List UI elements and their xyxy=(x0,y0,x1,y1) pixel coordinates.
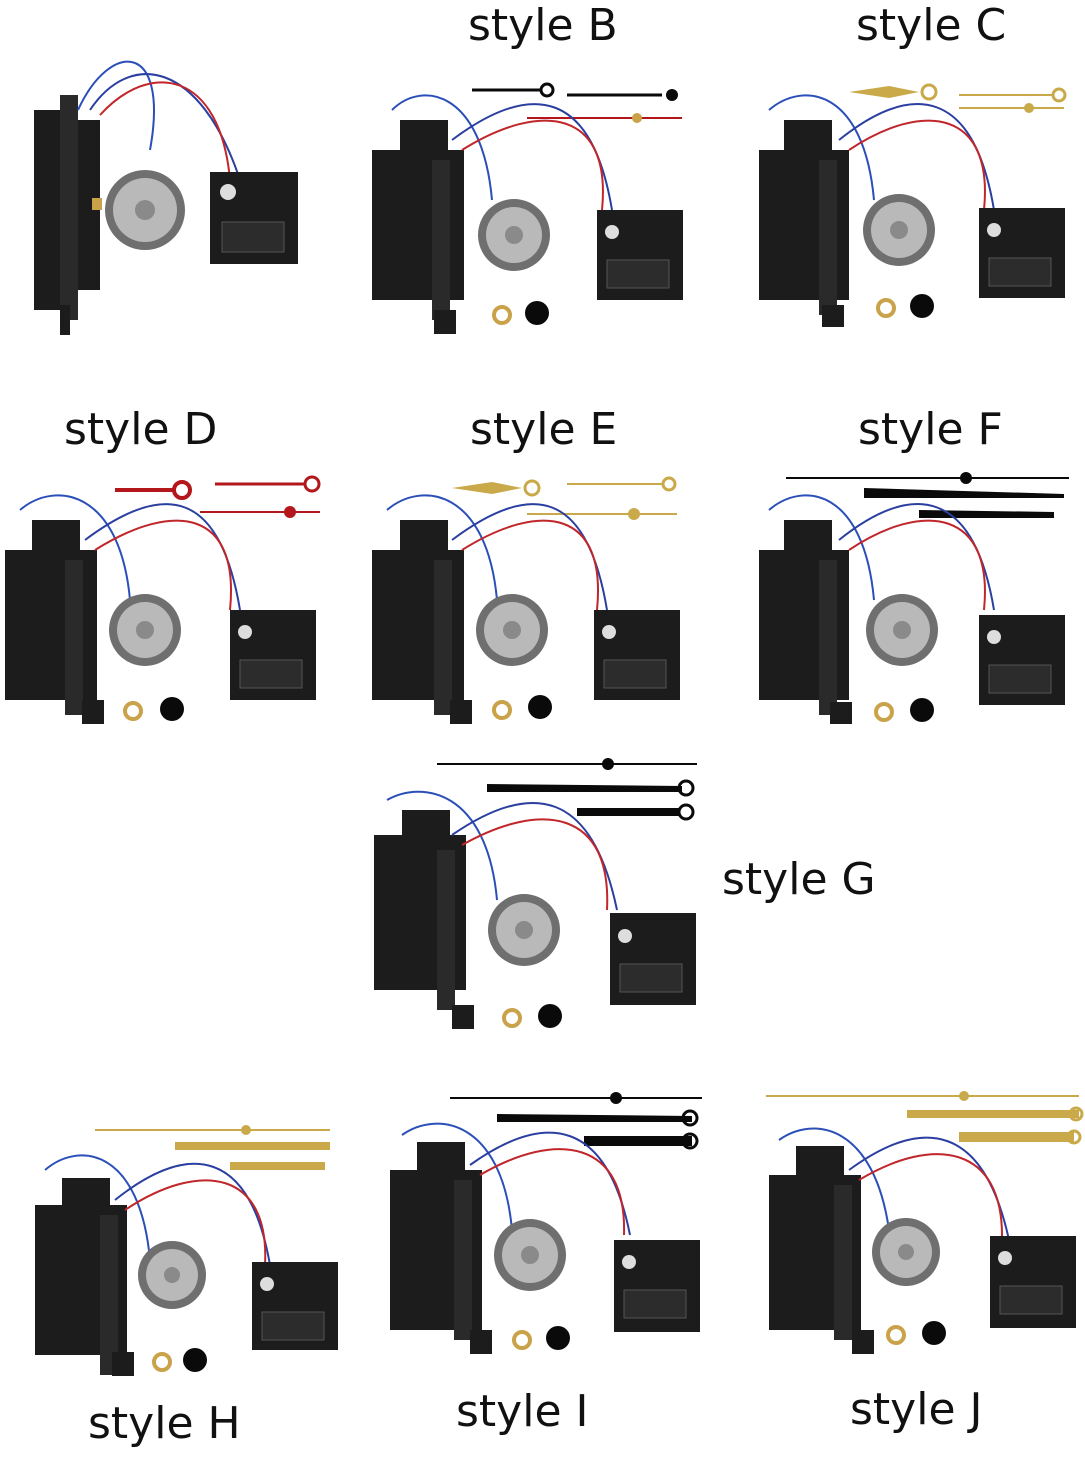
kit-style-h: style H xyxy=(0,1090,360,1459)
kit-style-f-illustration xyxy=(759,472,1069,724)
style-label: style C xyxy=(856,0,1007,51)
pendulum-movement xyxy=(374,810,474,1029)
kit-style-e: style E xyxy=(362,400,722,760)
kit-style-f: style F xyxy=(724,400,1084,760)
music-control-box xyxy=(979,208,1065,298)
pendulum-movement xyxy=(769,1146,874,1354)
kit-style-g: style G xyxy=(362,750,1082,1050)
speaker xyxy=(476,594,548,666)
speaker xyxy=(863,194,935,266)
pendulum-movement xyxy=(759,520,852,724)
wire-bundle xyxy=(19,494,241,611)
pendulum-movement xyxy=(372,120,464,334)
clock-hands xyxy=(452,476,677,520)
rubber-gasket xyxy=(183,1348,207,1372)
music-control-box xyxy=(614,1240,700,1332)
speaker xyxy=(105,170,185,250)
brass-washer xyxy=(886,1325,906,1345)
kit-style-i: style I xyxy=(362,1090,722,1459)
speaker xyxy=(138,1241,206,1309)
pendulum-movement xyxy=(759,120,849,327)
style-label: style F xyxy=(858,404,1003,455)
kit-style-i-illustration xyxy=(390,1092,702,1354)
kit-style-a xyxy=(0,0,360,360)
speaker xyxy=(866,594,938,666)
brass-washer xyxy=(152,1352,172,1372)
style-label: style I xyxy=(456,1386,589,1437)
kit-style-b: style B xyxy=(362,0,722,360)
speaker xyxy=(494,1219,566,1291)
rubber-gasket xyxy=(922,1321,946,1345)
clock-hands xyxy=(472,82,682,123)
speaker xyxy=(872,1218,940,1286)
rubber-gasket xyxy=(546,1326,570,1350)
rubber-gasket xyxy=(528,695,552,719)
wire-bundle xyxy=(386,790,618,911)
style-label: style G xyxy=(722,854,876,905)
wire-bundle xyxy=(77,60,241,181)
brass-washer xyxy=(492,305,512,325)
music-control-box xyxy=(210,172,298,264)
rubber-gasket xyxy=(538,1004,562,1028)
clock-hands xyxy=(450,1092,702,1150)
clock-hands xyxy=(786,472,1069,518)
pendulum-movement xyxy=(390,1142,492,1354)
kit-style-j-illustration xyxy=(766,1091,1084,1354)
pendulum-movement xyxy=(35,1178,134,1376)
style-label: style H xyxy=(88,1398,241,1449)
pendulum-movement-side-view xyxy=(34,95,102,335)
speaker xyxy=(488,894,560,966)
kit-style-a-illustration xyxy=(34,60,298,335)
pendulum-movement xyxy=(372,520,472,724)
kit-style-d-illustration xyxy=(5,475,321,724)
music-control-box xyxy=(610,913,696,1005)
wire-bundle xyxy=(768,94,995,211)
rubber-gasket xyxy=(160,697,184,721)
rubber-gasket xyxy=(910,294,934,318)
kit-style-g-illustration xyxy=(374,758,697,1029)
wire-bundle xyxy=(778,1127,1010,1241)
kit-style-c: style C xyxy=(724,0,1084,360)
music-control-box xyxy=(990,1236,1076,1328)
kit-style-c-illustration xyxy=(759,83,1067,327)
speaker xyxy=(109,594,181,666)
music-control-box xyxy=(594,610,680,700)
rubber-gasket xyxy=(525,301,549,325)
speaker xyxy=(478,199,550,271)
brass-washer xyxy=(874,702,894,722)
clock-hands xyxy=(849,83,1067,113)
style-label: style B xyxy=(468,0,618,51)
brass-washer xyxy=(123,701,143,721)
music-control-box xyxy=(979,615,1065,705)
clock-hands xyxy=(766,1091,1084,1145)
brass-washer xyxy=(512,1330,532,1350)
kit-style-j: style J xyxy=(724,1090,1084,1459)
wire-bundle xyxy=(768,494,995,611)
style-label: style E xyxy=(470,404,618,455)
wire-bundle xyxy=(44,1154,271,1266)
style-label: style D xyxy=(64,404,218,455)
kit-style-e-illustration xyxy=(372,476,680,724)
wire-bundle xyxy=(386,494,608,611)
rubber-gasket xyxy=(910,698,934,722)
music-control-box xyxy=(252,1262,338,1350)
brass-washer xyxy=(502,1008,522,1028)
clock-hands xyxy=(95,1125,330,1170)
brass-washer xyxy=(876,298,896,318)
brass-washer xyxy=(492,700,512,720)
kit-style-h-illustration xyxy=(35,1125,338,1376)
wire-bundle xyxy=(391,94,613,211)
style-label: style J xyxy=(850,1384,983,1435)
pendulum-movement xyxy=(5,520,104,724)
music-control-box xyxy=(597,210,683,300)
wire-bundle xyxy=(401,1122,631,1236)
music-control-box xyxy=(230,610,316,700)
kit-style-b-illustration xyxy=(372,82,683,334)
clock-hands xyxy=(115,475,321,518)
clock-hands xyxy=(437,758,697,821)
kit-style-d: style D xyxy=(0,400,360,760)
